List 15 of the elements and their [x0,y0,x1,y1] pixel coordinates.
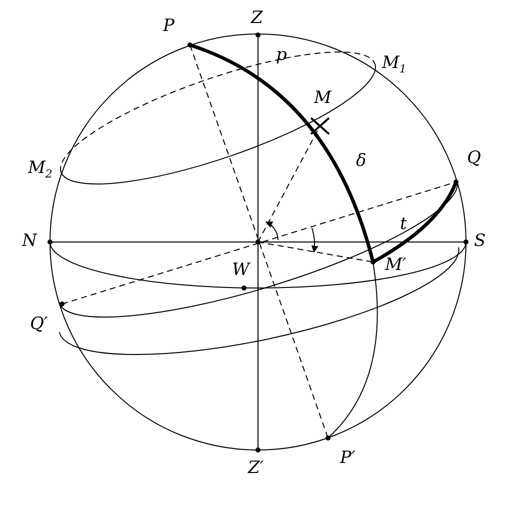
point-label: Q′ [30,316,48,333]
point-label: W [232,262,250,279]
point-label: M$_{2}$ [28,160,52,180]
point-label: N [22,233,37,250]
point-label: M′ [385,257,406,274]
point-label: Q [467,150,481,167]
point-label: Z′ [248,460,264,477]
point-label: δ [356,153,366,170]
point-label: M [314,90,332,107]
point-label: P [163,18,174,35]
point-label: S [474,233,486,250]
point-label: t [400,216,407,233]
point-label: M$_{1}$ [382,55,406,74]
point-label: P′ [340,450,356,467]
point-label: Z [251,10,263,27]
